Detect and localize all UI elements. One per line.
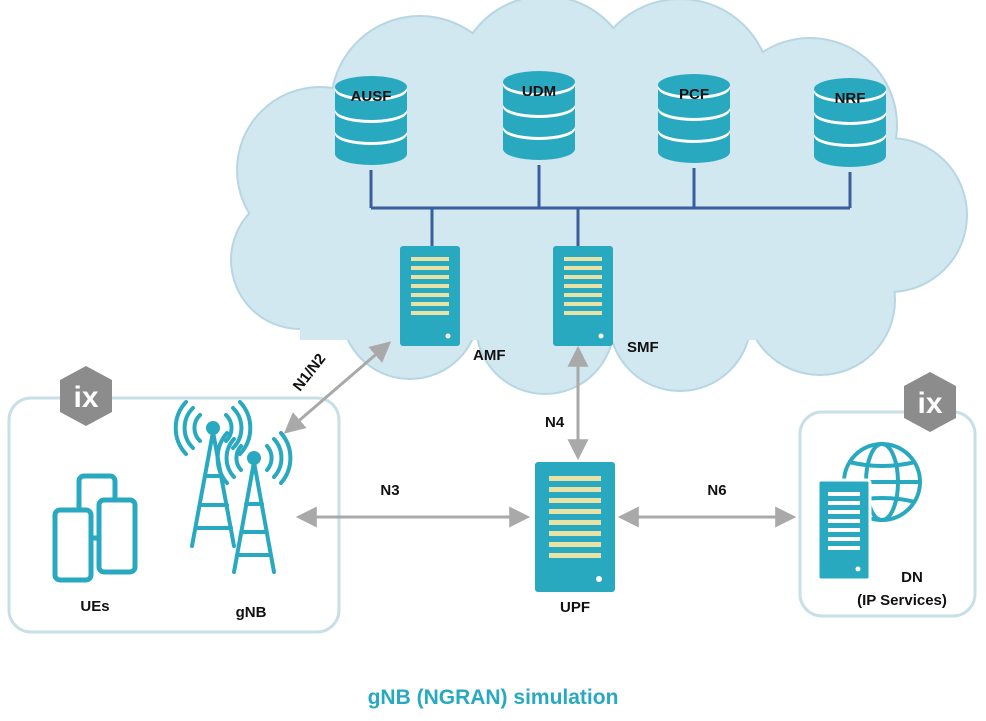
gnb-tower-icon [173, 400, 293, 574]
amf-label: AMF [473, 347, 506, 364]
smf-server-icon [553, 246, 613, 346]
dn-server-icon [816, 478, 872, 582]
database-label: NRF [835, 90, 866, 107]
n6-label: N6 [707, 482, 726, 499]
database-label: UDM [522, 83, 556, 100]
amf-server-icon [400, 246, 460, 346]
n3-label: N3 [380, 482, 399, 499]
ues-label: UEs [80, 598, 109, 615]
badge-text: ix [73, 381, 98, 414]
ixia-badge-icon: ix [60, 366, 112, 426]
n4-label: N4 [545, 414, 565, 431]
n1n2-label: N1/N2 [290, 350, 330, 394]
upf-server-icon [535, 462, 615, 592]
ixia-badge-icon: ix [904, 372, 956, 432]
database-label: PCF [679, 86, 709, 103]
diagram-caption: gNB (NGRAN) simulation [368, 686, 619, 709]
n1n2-arrow [283, 341, 392, 434]
service-bus [369, 165, 852, 246]
dn-sublabel: (IP Services) [857, 592, 947, 609]
upf-label: UPF [560, 599, 590, 616]
dn-label: DN [901, 569, 923, 586]
smf-label: SMF [627, 339, 659, 356]
database-label: AUSF [351, 88, 392, 105]
gnb-label: gNB [236, 604, 267, 621]
badge-text: ix [917, 387, 942, 420]
ue-devices-icon [52, 473, 138, 583]
